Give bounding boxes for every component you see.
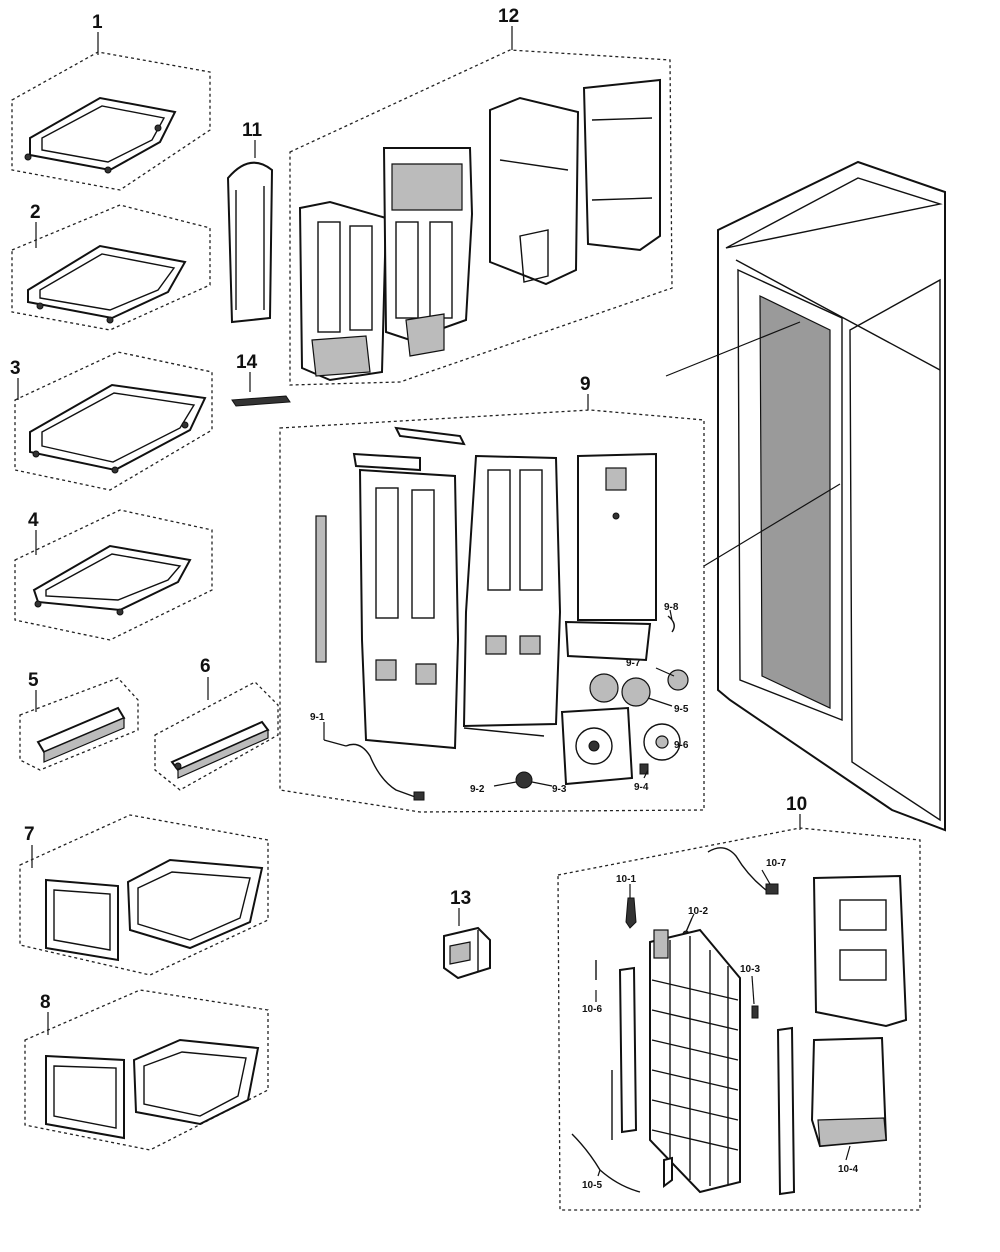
callout-5: 5 bbox=[28, 670, 39, 691]
evaporator-assembly-10 bbox=[557, 814, 921, 1211]
callout-9-3: 9-3 bbox=[552, 784, 567, 795]
callout-13: 13 bbox=[450, 888, 471, 909]
control-box-part-13 bbox=[443, 908, 491, 980]
cover-part-11 bbox=[226, 140, 274, 324]
shelf-part-2 bbox=[11, 204, 211, 331]
rail-part-6 bbox=[154, 677, 279, 791]
callout-9-2: 9-2 bbox=[470, 784, 485, 795]
drawer-part-7 bbox=[19, 814, 269, 976]
callout-9: 9 bbox=[580, 374, 591, 395]
callout-9-4: 9-4 bbox=[634, 782, 649, 793]
rail-part-5 bbox=[19, 677, 139, 771]
callout-14: 14 bbox=[236, 352, 258, 373]
callout-8: 8 bbox=[40, 992, 51, 1013]
callout-10-4: 10-4 bbox=[838, 1164, 858, 1175]
callout-12: 12 bbox=[498, 6, 519, 27]
callout-6: 6 bbox=[200, 656, 211, 677]
callout-10-5: 10-5 bbox=[582, 1180, 602, 1191]
callout-9-7: 9-7 bbox=[626, 658, 641, 669]
callout-9-6: 9-6 bbox=[674, 740, 689, 751]
callout-7: 7 bbox=[24, 824, 35, 845]
callout-9-5: 9-5 bbox=[674, 704, 689, 715]
duct-assembly-12 bbox=[289, 26, 673, 386]
callout-10-7: 10-7 bbox=[766, 858, 786, 869]
refrigerator-cabinet bbox=[665, 160, 946, 832]
shelf-part-3 bbox=[14, 351, 213, 491]
callout-10: 10 bbox=[786, 794, 807, 815]
shelf-part-4 bbox=[14, 509, 213, 641]
callout-1: 1 bbox=[92, 12, 103, 33]
duct-assembly-9 bbox=[279, 394, 705, 813]
callout-10-1: 10-1 bbox=[616, 874, 636, 885]
shelf-part-1 bbox=[11, 32, 211, 191]
callout-4: 4 bbox=[28, 510, 39, 531]
callout-11: 11 bbox=[242, 120, 263, 141]
callout-10-2: 10-2 bbox=[688, 906, 708, 917]
drawer-part-8 bbox=[24, 989, 269, 1151]
seal-part-14 bbox=[231, 372, 291, 407]
callout-9-8: 9-8 bbox=[664, 602, 679, 613]
callout-9-1: 9-1 bbox=[310, 712, 325, 723]
callout-2: 2 bbox=[30, 202, 41, 223]
callout-10-3: 10-3 bbox=[740, 964, 760, 975]
callout-10-6: 10-6 bbox=[582, 1004, 602, 1015]
callout-3: 3 bbox=[10, 358, 21, 379]
